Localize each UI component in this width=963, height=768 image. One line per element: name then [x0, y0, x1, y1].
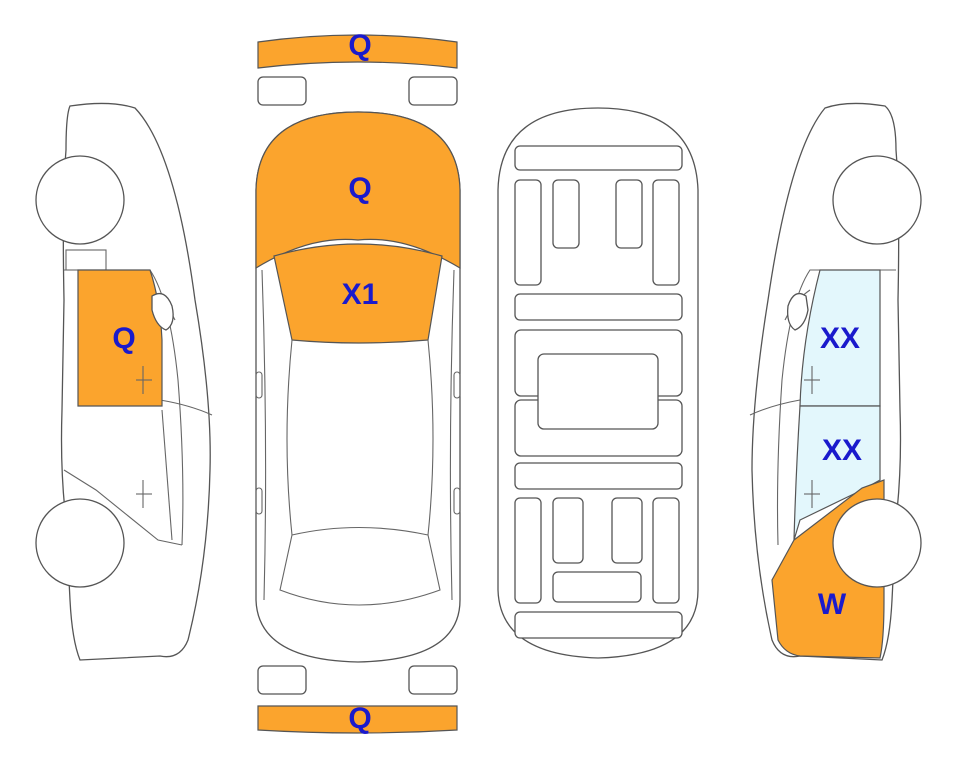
top-view: Q Q X1 Q: [255, 29, 461, 735]
right-headlight: [408, 76, 458, 106]
front-bumper-code: Q: [348, 29, 371, 62]
hood: [255, 111, 461, 270]
left-front-door-code: Q: [112, 322, 135, 355]
rear-bumper-code: Q: [348, 702, 371, 735]
windshield: [273, 243, 443, 344]
right-side-view: XX XX W: [749, 102, 922, 661]
right-rear-window: [793, 405, 881, 541]
right-front-wheel: [832, 155, 922, 245]
left-rear-wheel: [35, 498, 125, 588]
rear-bumper: [257, 705, 458, 734]
left-taillight: [257, 665, 307, 695]
right-taillight: [408, 665, 458, 695]
right-rear-wheel: [832, 498, 922, 588]
right-rear-window-code: XX: [822, 434, 862, 467]
left-side-view: Q: [35, 102, 213, 661]
left-headlight: [257, 76, 307, 106]
front-bumper: [257, 34, 458, 69]
windshield-code: X1: [342, 278, 379, 311]
left-front-wheel: [35, 155, 125, 245]
underbody-view: [497, 107, 699, 659]
hood-code: Q: [348, 172, 371, 205]
right-rear-quarter-code: W: [818, 588, 847, 621]
right-front-window-code: XX: [820, 322, 860, 355]
